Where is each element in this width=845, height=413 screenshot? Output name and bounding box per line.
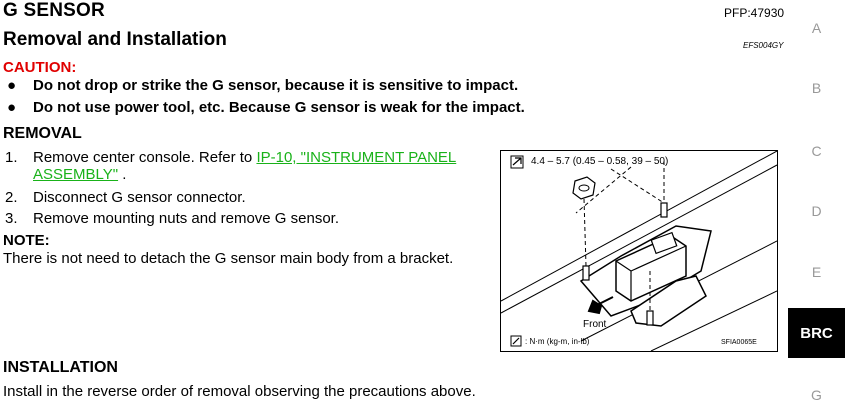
torque-spec: 4.4 – 5.7 (0.45 – 0.58, 39 – 50) [531, 156, 669, 167]
bullet-icon: ● [7, 99, 17, 116]
step-number: 2. [5, 189, 18, 206]
side-tab-g[interactable]: G [811, 387, 822, 403]
side-tab-d[interactable]: D [811, 203, 822, 219]
note-label: NOTE: [3, 232, 50, 249]
side-tab-brc[interactable]: BRC [788, 308, 845, 358]
front-label: Front [583, 319, 607, 330]
bullet-icon: ● [7, 77, 17, 94]
figure-code: SFIA0065E [721, 339, 757, 346]
caution-item: Do not use power tool, etc. Because G se… [33, 99, 525, 116]
installation-text: Install in the reverse order of removal … [3, 383, 476, 400]
instrument-panel-link[interactable]: IP-10, "INSTRUMENT PANEL [256, 149, 457, 166]
side-tab-a[interactable]: A [811, 20, 822, 36]
step-text: Remove mounting nuts and remove G sensor… [33, 210, 339, 227]
part-number: PFP:47930 [724, 6, 785, 20]
removal-heading: REMOVAL [3, 125, 82, 142]
note-text: There is not need to detach the G sensor… [3, 250, 454, 267]
step-text: Disconnect G sensor connector. [33, 189, 246, 206]
caution-item: Do not drop or strike the G sensor, beca… [33, 77, 519, 94]
side-tab-e[interactable]: E [811, 264, 822, 280]
step-text-continued: ASSEMBLY" . [33, 166, 127, 183]
caution-label: CAUTION: [3, 59, 77, 76]
section-code: EFS004GY [743, 41, 784, 50]
instrument-panel-link[interactable]: ASSEMBLY" [33, 166, 119, 183]
g-sensor-figure: 4.4 – 5.7 (0.45 – 0.58, 39 – 50) Front :… [500, 150, 778, 352]
step-number: 3. [5, 210, 18, 227]
section-title: Removal and Installation [3, 29, 227, 50]
installation-heading: INSTALLATION [3, 359, 118, 376]
units-legend: : N·m (kg-m, in-lb) [525, 337, 590, 346]
side-tab-c[interactable]: C [811, 143, 822, 159]
page-title: G SENSOR [3, 0, 105, 21]
side-tab-b[interactable]: B [811, 80, 822, 96]
step-text: Remove center console. Refer to IP-10, "… [33, 149, 457, 166]
step-number: 1. [5, 149, 18, 166]
g-sensor-illustration [501, 151, 777, 351]
